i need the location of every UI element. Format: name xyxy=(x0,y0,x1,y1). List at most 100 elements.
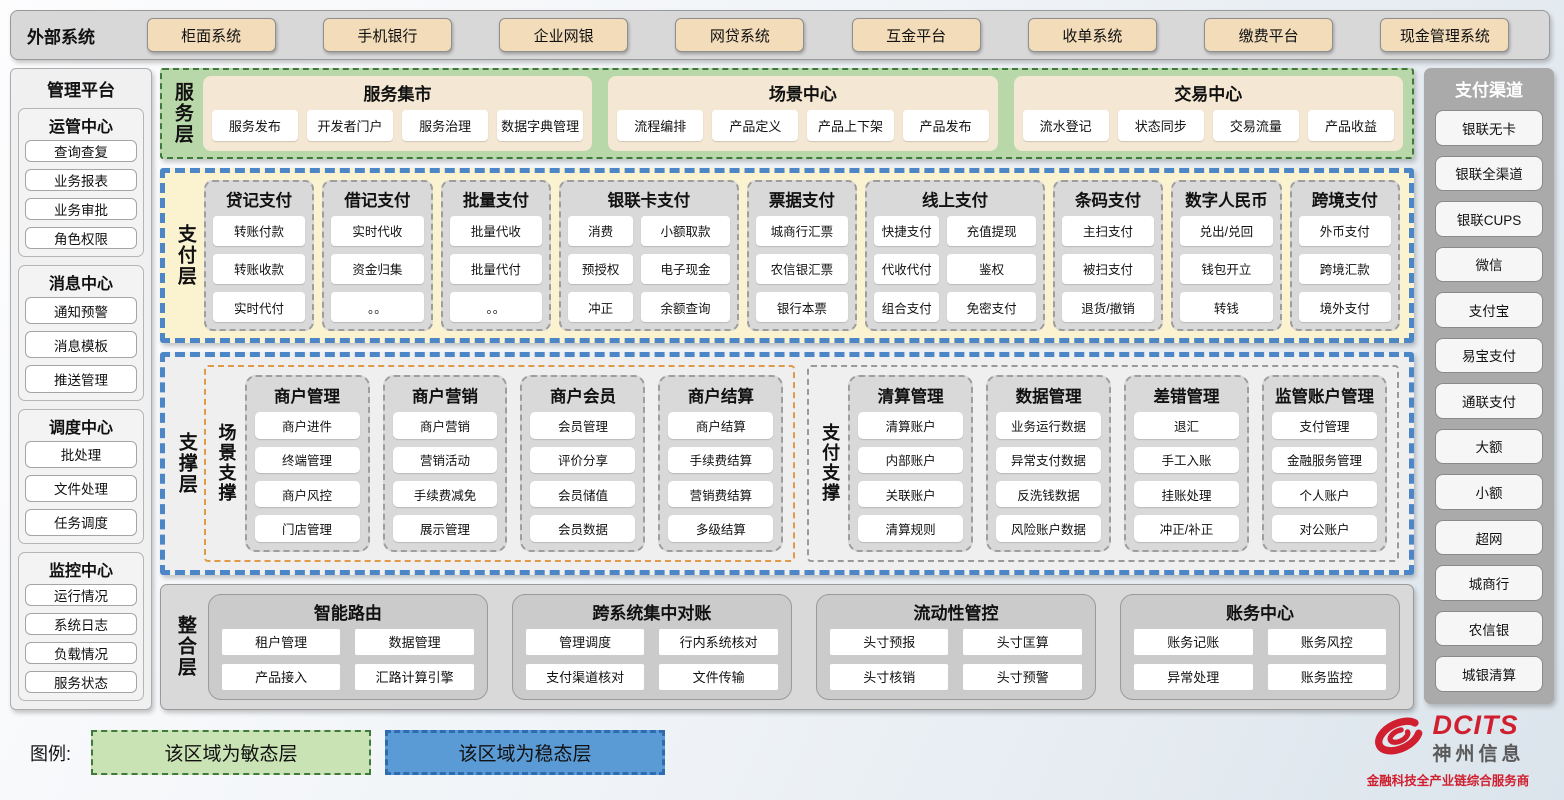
integration-item-button[interactable]: 租户管理 xyxy=(222,629,341,655)
management-item-button[interactable]: 通知预警 xyxy=(25,297,137,324)
management-item-button[interactable]: 系统日志 xyxy=(25,613,137,635)
payment-item-button[interactable]: 组合支付 xyxy=(874,292,939,322)
service-item-button[interactable]: 产品发布 xyxy=(903,110,989,141)
payment-item-button[interactable]: 消费 xyxy=(568,216,633,246)
payment-channel-button[interactable]: 城银清算 xyxy=(1435,656,1543,692)
service-item-button[interactable]: 服务发布 xyxy=(212,110,298,141)
payment-item-button[interactable]: 批量代付 xyxy=(450,254,542,284)
payment-item-button[interactable]: 预授权 xyxy=(568,254,633,284)
support-item-button[interactable]: 关联账户 xyxy=(858,481,963,507)
payment-item-button[interactable]: 快捷支付 xyxy=(874,216,939,246)
support-item-button[interactable]: 风险账户数据 xyxy=(996,515,1101,541)
integration-item-button[interactable]: 数据管理 xyxy=(355,629,474,655)
payment-item-button[interactable]: 冲正 xyxy=(568,292,633,322)
management-item-button[interactable]: 文件处理 xyxy=(25,475,137,502)
payment-item-button[interactable]: 外币支付 xyxy=(1299,216,1391,246)
integration-item-button[interactable]: 汇路计算引擎 xyxy=(355,664,474,690)
payment-channel-button[interactable]: 银联全渠道 xyxy=(1435,156,1543,192)
payment-item-button[interactable]: 转账付款 xyxy=(213,216,305,246)
support-item-button[interactable]: 个人账户 xyxy=(1272,481,1377,507)
support-item-button[interactable]: 商户营销 xyxy=(393,412,498,438)
service-item-button[interactable]: 数据字典管理 xyxy=(497,110,583,141)
integration-item-button[interactable]: 行内系统核对 xyxy=(659,629,778,655)
external-system-button[interactable]: 柜面系统 xyxy=(147,18,276,52)
payment-channel-button[interactable]: 银联CUPS xyxy=(1435,201,1543,237)
payment-item-button[interactable]: 小额取款 xyxy=(641,216,729,246)
payment-item-button[interactable]: 代收代付 xyxy=(874,254,939,284)
payment-channel-button[interactable]: 易宝支付 xyxy=(1435,338,1543,374)
payment-item-button[interactable]: 资金归集 xyxy=(331,254,423,284)
external-system-button[interactable]: 缴费平台 xyxy=(1204,18,1333,52)
service-item-button[interactable]: 交易流量 xyxy=(1213,110,1299,141)
external-system-button[interactable]: 企业网银 xyxy=(499,18,628,52)
support-item-button[interactable]: 门店管理 xyxy=(255,515,360,541)
payment-item-button[interactable]: 鉴权 xyxy=(947,254,1035,284)
support-item-button[interactable]: 商户进件 xyxy=(255,412,360,438)
payment-channel-button[interactable]: 城商行 xyxy=(1435,565,1543,601)
payment-item-button[interactable]: 主扫支付 xyxy=(1062,216,1154,246)
payment-channel-button[interactable]: 支付宝 xyxy=(1435,292,1543,328)
integration-item-button[interactable]: 管理调度 xyxy=(526,629,645,655)
support-item-button[interactable]: 会员数据 xyxy=(530,515,635,541)
support-item-button[interactable]: 业务运行数据 xyxy=(996,412,1101,438)
payment-channel-button[interactable]: 微信 xyxy=(1435,247,1543,283)
payment-item-button[interactable]: 转账收款 xyxy=(213,254,305,284)
service-item-button[interactable]: 流水登记 xyxy=(1023,110,1109,141)
support-item-button[interactable]: 会员管理 xyxy=(530,412,635,438)
payment-channel-button[interactable]: 通联支付 xyxy=(1435,383,1543,419)
support-item-button[interactable]: 支付管理 xyxy=(1272,412,1377,438)
service-item-button[interactable]: 状态同步 xyxy=(1118,110,1204,141)
external-system-button[interactable]: 现金管理系统 xyxy=(1380,18,1509,52)
support-item-button[interactable]: 清算规则 xyxy=(858,515,963,541)
payment-item-button[interactable]: 城商行汇票 xyxy=(756,216,848,246)
service-item-button[interactable]: 流程编排 xyxy=(617,110,703,141)
payment-item-button[interactable]: 。。 xyxy=(450,292,542,322)
payment-item-button[interactable]: 电子现金 xyxy=(641,254,729,284)
support-item-button[interactable]: 异常支付数据 xyxy=(996,447,1101,473)
payment-channel-button[interactable]: 农信银 xyxy=(1435,611,1543,647)
management-item-button[interactable]: 任务调度 xyxy=(25,509,137,536)
management-item-button[interactable]: 消息模板 xyxy=(25,331,137,358)
support-item-button[interactable]: 手续费减免 xyxy=(393,481,498,507)
payment-item-button[interactable]: 实时代收 xyxy=(331,216,423,246)
support-item-button[interactable]: 挂账处理 xyxy=(1134,481,1239,507)
integration-item-button[interactable]: 文件传输 xyxy=(659,664,778,690)
management-item-button[interactable]: 负载情况 xyxy=(25,642,137,664)
service-item-button[interactable]: 产品上下架 xyxy=(807,110,893,141)
payment-item-button[interactable]: 兑出/兑回 xyxy=(1180,216,1272,246)
support-item-button[interactable]: 对公账户 xyxy=(1272,515,1377,541)
payment-item-button[interactable]: 银行本票 xyxy=(756,292,848,322)
management-item-button[interactable]: 服务状态 xyxy=(25,671,137,693)
integration-item-button[interactable]: 头寸核销 xyxy=(830,664,949,690)
payment-item-button[interactable]: 实时代付 xyxy=(213,292,305,322)
management-item-button[interactable]: 业务报表 xyxy=(25,169,137,191)
payment-item-button[interactable]: 农信银汇票 xyxy=(756,254,848,284)
payment-item-button[interactable]: 充值提现 xyxy=(947,216,1035,246)
support-item-button[interactable]: 退汇 xyxy=(1134,412,1239,438)
support-item-button[interactable]: 评价分享 xyxy=(530,447,635,473)
payment-item-button[interactable]: 。。 xyxy=(331,292,423,322)
payment-channel-button[interactable]: 小额 xyxy=(1435,474,1543,510)
support-item-button[interactable]: 清算账户 xyxy=(858,412,963,438)
support-item-button[interactable]: 营销活动 xyxy=(393,447,498,473)
payment-item-button[interactable]: 余额查询 xyxy=(641,292,729,322)
external-system-button[interactable]: 网贷系统 xyxy=(675,18,804,52)
support-item-button[interactable]: 营销费结算 xyxy=(668,481,773,507)
payment-channel-button[interactable]: 大额 xyxy=(1435,429,1543,465)
support-item-button[interactable]: 反洗钱数据 xyxy=(996,481,1101,507)
service-item-button[interactable]: 服务治理 xyxy=(402,110,488,141)
payment-channel-button[interactable]: 超网 xyxy=(1435,520,1543,556)
integration-item-button[interactable]: 支付渠道核对 xyxy=(526,664,645,690)
payment-item-button[interactable]: 转钱 xyxy=(1180,292,1272,322)
management-item-button[interactable]: 查询查复 xyxy=(25,140,137,162)
payment-item-button[interactable]: 钱包开立 xyxy=(1180,254,1272,284)
external-system-button[interactable]: 手机银行 xyxy=(323,18,452,52)
support-item-button[interactable]: 展示管理 xyxy=(393,515,498,541)
management-item-button[interactable]: 业务审批 xyxy=(25,198,137,220)
management-item-button[interactable]: 角色权限 xyxy=(25,227,137,249)
support-item-button[interactable]: 会员储值 xyxy=(530,481,635,507)
payment-item-button[interactable]: 免密支付 xyxy=(947,292,1035,322)
external-system-button[interactable]: 收单系统 xyxy=(1028,18,1157,52)
payment-channel-button[interactable]: 银联无卡 xyxy=(1435,110,1543,146)
support-item-button[interactable]: 冲正/补正 xyxy=(1134,515,1239,541)
